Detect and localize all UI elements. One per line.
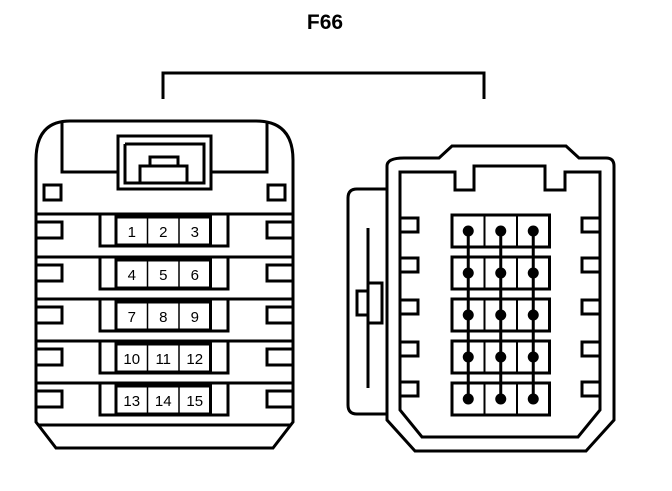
pin-block	[114, 342, 212, 374]
terminal-dot	[527, 309, 539, 321]
terminal-dot	[495, 351, 507, 363]
pin-number: 4	[128, 267, 136, 284]
terminal-dot	[495, 225, 507, 237]
connector-title: F66	[307, 11, 343, 34]
left-connector-latch	[60, 121, 269, 191]
right-connector-inner-wall	[398, 164, 602, 439]
terminal-dot	[462, 267, 474, 279]
right-connector-body	[385, 144, 616, 453]
pin-block	[114, 300, 212, 332]
terminal-dot	[527, 225, 539, 237]
pin-number: 8	[159, 309, 167, 326]
pin-block	[114, 258, 212, 290]
right-side-lock-arm	[346, 187, 388, 416]
terminal-dot	[495, 393, 507, 405]
left-side-keys	[36, 220, 64, 409]
terminal-dot	[462, 309, 474, 321]
pin-number: 9	[191, 309, 199, 326]
pin-number: 2	[159, 224, 167, 241]
left-corner-tab	[42, 183, 63, 202]
pin-block-frame	[98, 297, 230, 333]
right-inner-ribs-right	[580, 216, 600, 398]
pin-number: 15	[186, 393, 203, 410]
pin-number: 7	[128, 309, 136, 326]
terminal-dot	[495, 267, 507, 279]
right-inner-ribs-left	[400, 216, 420, 398]
pin-number: 3	[191, 224, 199, 241]
right-side-keys	[265, 220, 293, 409]
left-connector-body	[34, 119, 295, 450]
left-dividing-ribs	[36, 212, 293, 385]
pin-number: 13	[123, 393, 140, 410]
pin-block-frame	[98, 212, 230, 248]
left-connector	[34, 119, 295, 450]
pin-number: 1	[128, 224, 136, 241]
pin-number: 12	[186, 351, 203, 368]
terminal-dot	[462, 225, 474, 237]
connector-bracket	[161, 71, 486, 99]
right-terminal-grid	[450, 213, 551, 417]
terminal-dot	[527, 351, 539, 363]
pin-number: 11	[155, 351, 171, 368]
pin-block	[114, 215, 212, 247]
terminal-dot	[462, 351, 474, 363]
pin-number: 10	[123, 351, 140, 368]
terminal-dot	[527, 393, 539, 405]
terminal-dot	[462, 393, 474, 405]
pin-block	[114, 384, 212, 416]
pin-number: 5	[159, 267, 167, 284]
terminal-dot	[527, 267, 539, 279]
pin-number: 6	[191, 267, 199, 284]
right-connector	[346, 144, 616, 453]
pin-number: 14	[155, 393, 172, 410]
terminal-dot	[495, 309, 507, 321]
right-corner-tab	[266, 183, 287, 202]
